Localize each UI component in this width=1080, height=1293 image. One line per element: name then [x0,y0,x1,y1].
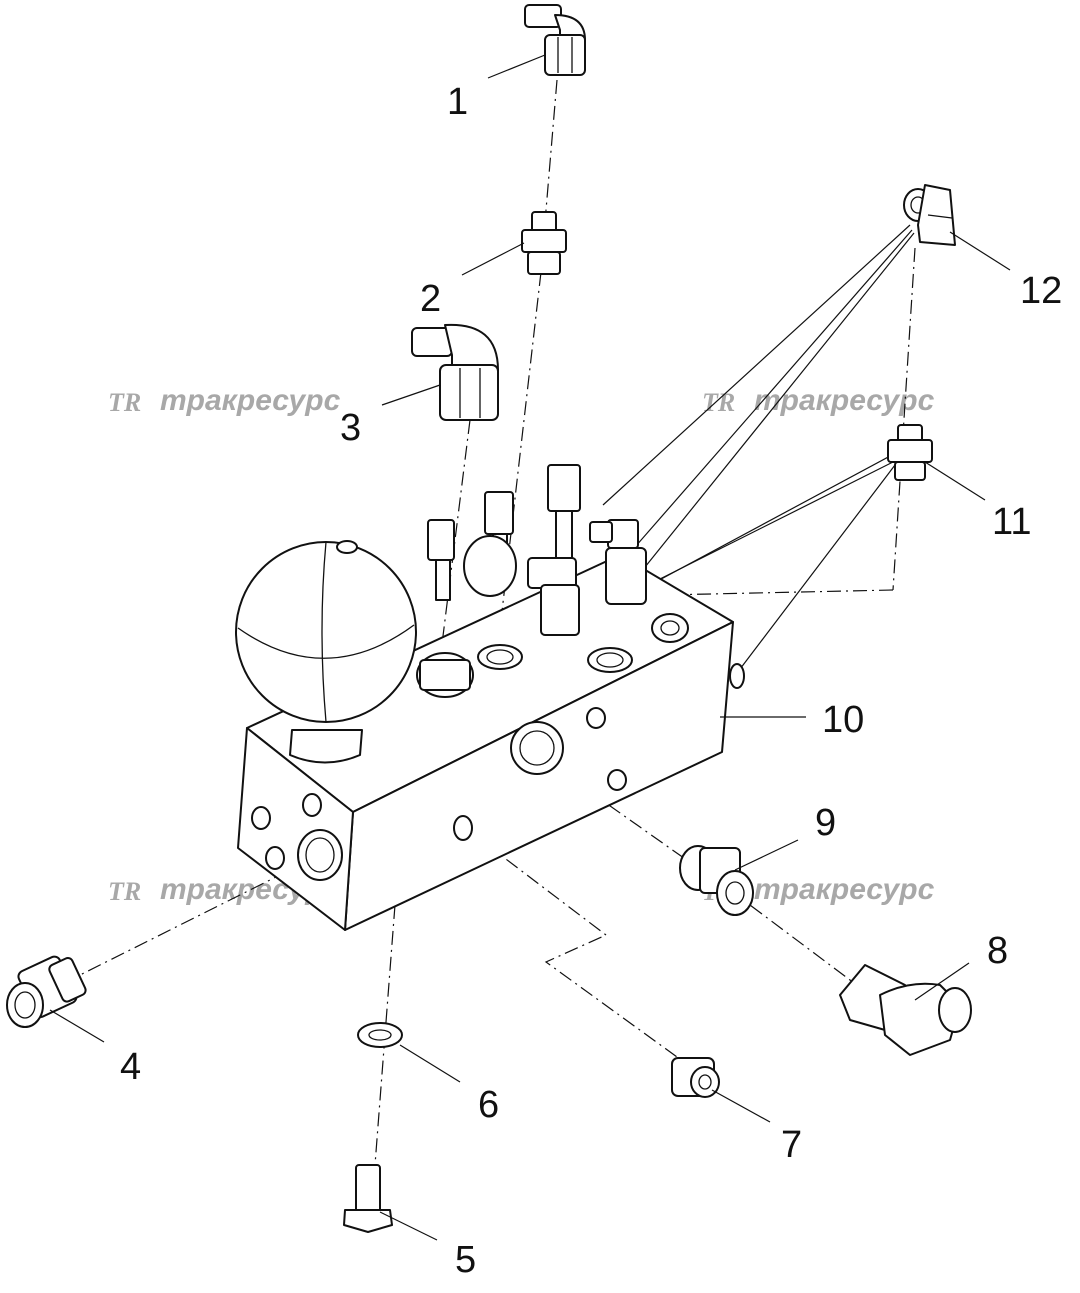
watermark-logo: TR [702,388,735,417]
callout-9: 9 [815,802,836,844]
watermark-text: тракресурс [754,384,935,417]
callout-2: 2 [420,278,441,320]
part-4-adapter [6,955,87,1028]
part-7-plug [671,1057,720,1098]
part-8-elbow-fitting [839,964,972,1056]
callout-labels: 1 2 3 4 5 6 7 8 9 10 11 12 [120,81,1062,1281]
watermark-bottom-right: TR тракресурс [702,873,935,906]
connection-lines [602,224,915,674]
watermark-top-left: TR тракресурс [108,384,341,417]
manifold-block [237,554,745,931]
part-6-washer [357,1022,403,1048]
callout-10: 10 [822,699,864,741]
part-1-elbow-fitting [524,4,586,76]
part-3-elbow-fitting [411,323,499,421]
watermark-logo: TR [108,388,141,417]
callout-8: 8 [987,930,1008,972]
watermark-text: тракресурс [160,384,341,417]
top-valves [416,464,647,698]
callout-4: 4 [120,1046,141,1088]
callout-11: 11 [992,501,1031,543]
part-2-adapter [521,211,567,275]
watermark-logo: TR [108,877,141,906]
callout-6: 6 [478,1084,499,1126]
accumulator-sphere [235,540,417,764]
part-9-adapter [679,845,754,916]
part-12-elbow-fitting [903,184,956,246]
watermark-text: тракресурс [754,873,935,906]
part-11-adapter [887,424,933,481]
callout-7: 7 [781,1124,802,1166]
leader-lines [49,54,1011,1241]
callout-5: 5 [455,1239,476,1281]
callout-1: 1 [447,81,468,123]
callout-3: 3 [340,407,361,449]
callout-12: 12 [1020,270,1062,312]
part-5-bolt [343,1164,393,1233]
watermark-top-right: TR тракресурс [702,384,935,417]
